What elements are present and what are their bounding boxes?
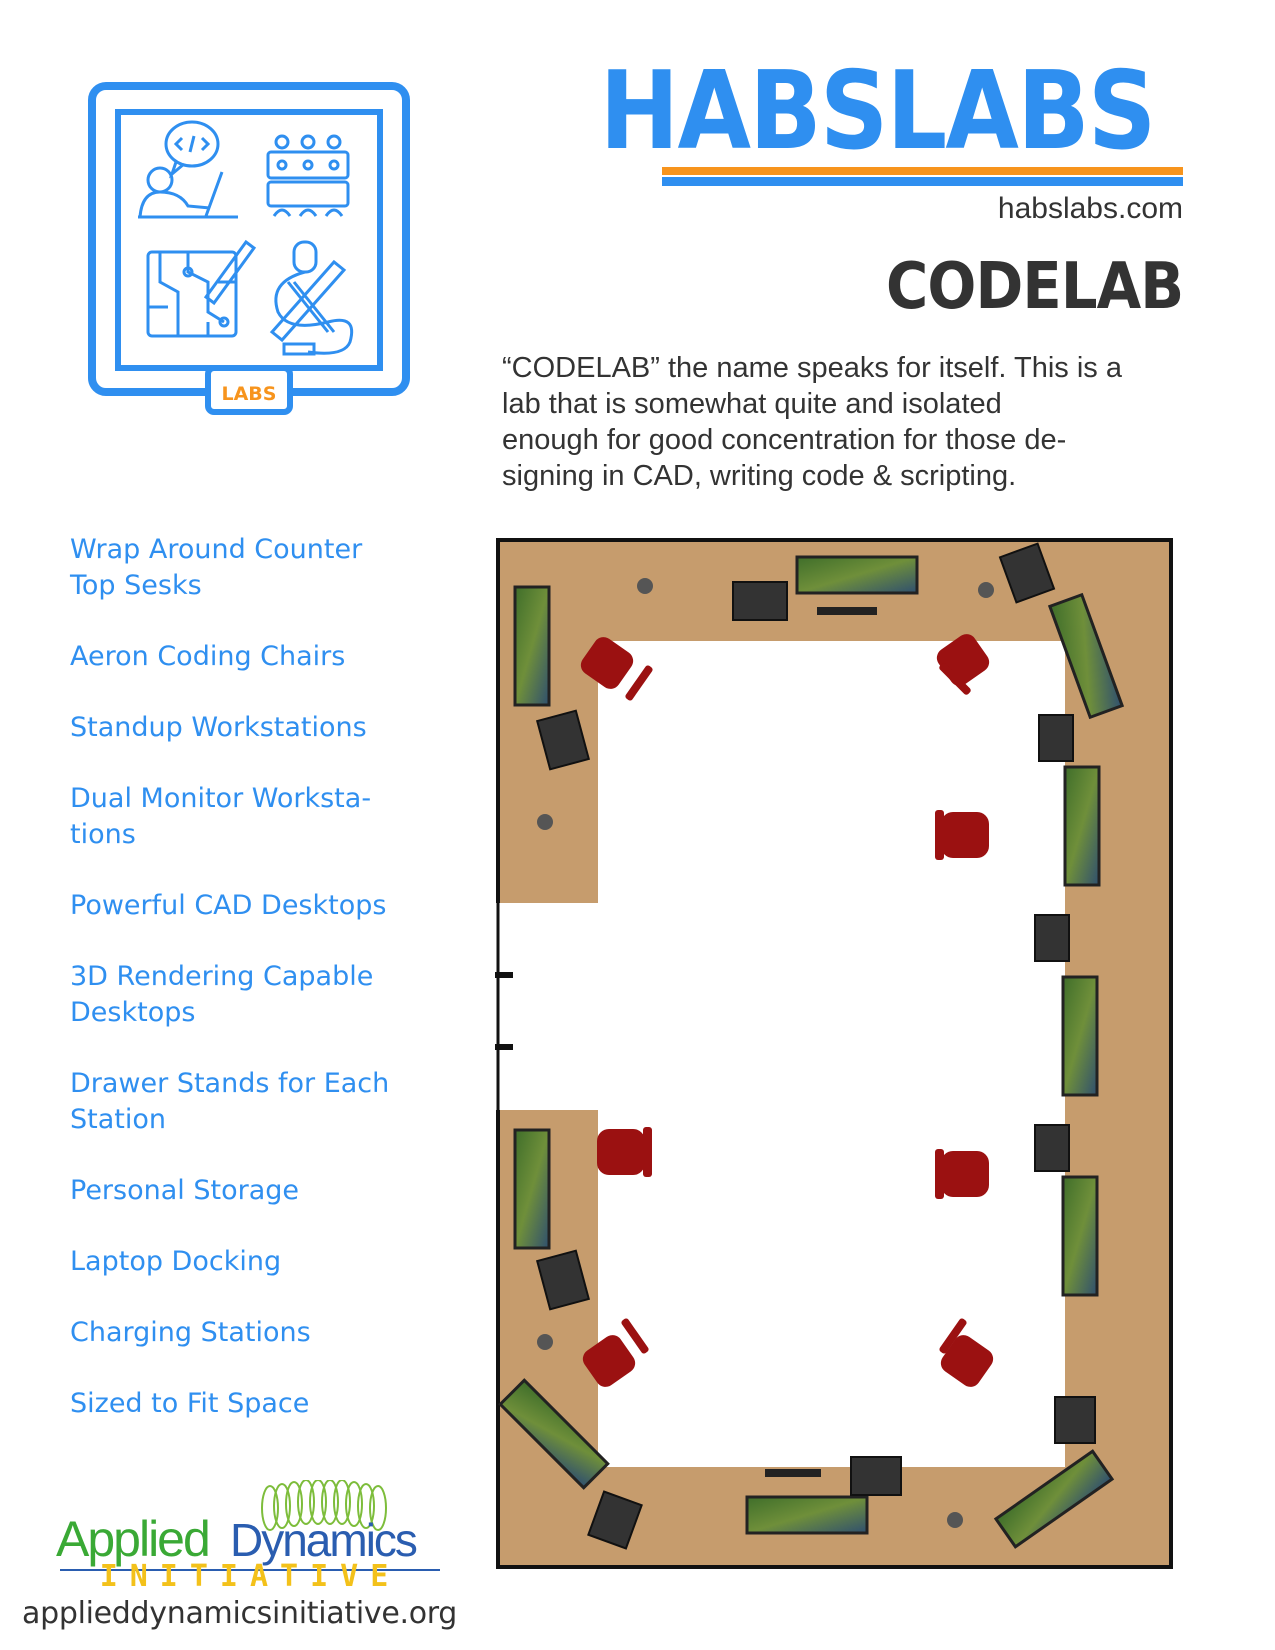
keyboard bbox=[817, 607, 877, 615]
dual-monitor-workstations bbox=[498, 542, 1125, 1550]
chair-back bbox=[621, 1318, 649, 1354]
code-chat-person-icon bbox=[138, 120, 238, 219]
laptop bbox=[1054, 1396, 1096, 1444]
laptop bbox=[587, 1490, 643, 1550]
feature-text: Personal Storage bbox=[70, 1175, 299, 1206]
dual-monitor bbox=[795, 555, 919, 595]
brand-title: HABSLABS bbox=[600, 49, 1157, 174]
feature-text: Aeron Coding Chairs bbox=[70, 641, 346, 672]
aeron-coding-chairs bbox=[580, 634, 994, 1387]
feature-item: Wrap Around Counter Top Sesks bbox=[70, 532, 450, 604]
chair-back bbox=[643, 1127, 652, 1177]
classroom-seats-icon bbox=[266, 134, 350, 217]
chair-back bbox=[939, 1318, 967, 1354]
chair-back bbox=[625, 665, 653, 701]
dual-monitor bbox=[1047, 592, 1125, 720]
circuit-board-icon bbox=[146, 239, 257, 338]
feature-text: Powerful CAD Desktops bbox=[70, 890, 387, 921]
chair-back bbox=[939, 663, 971, 695]
description-line: “CODELAB” the name speaks for itself. Th… bbox=[502, 352, 1122, 384]
applied-dynamics-logo: Applied Dynamics INITIATIVE bbox=[56, 1480, 440, 1590]
laptop bbox=[535, 709, 591, 771]
org-word-initiative: INITIATIVE bbox=[100, 1559, 401, 1590]
room-wall bbox=[496, 538, 1173, 1569]
feature-item: Personal Storage bbox=[70, 1173, 450, 1209]
brand-url: habslabs.com bbox=[997, 192, 1183, 225]
feature-text: tions bbox=[70, 819, 136, 850]
chair bbox=[941, 1151, 989, 1197]
feature-item: 3D Rendering Capable Desktops bbox=[70, 959, 450, 1031]
feature-item: Dual Monitor Worksta- tions bbox=[70, 781, 450, 853]
chair bbox=[940, 1335, 994, 1387]
dual-monitor bbox=[513, 1128, 551, 1250]
description-line: signing in CAD, writing code & scripting… bbox=[502, 460, 1017, 492]
labs-logo: LABS bbox=[88, 82, 410, 415]
dual-monitor bbox=[745, 1495, 869, 1535]
chair-back bbox=[935, 810, 944, 860]
feature-item: Laptop Docking bbox=[70, 1244, 450, 1280]
description-line: lab that is somewhat quite and isolated bbox=[502, 388, 1002, 420]
feature-text: Wrap Around Counter bbox=[70, 534, 363, 565]
cable-grommets bbox=[537, 578, 994, 1528]
description-line: enough for good concentration for those … bbox=[502, 424, 1067, 456]
laptop bbox=[850, 1456, 902, 1496]
brand-underline-blue bbox=[662, 177, 1183, 186]
feature-item: Aeron Coding Chairs bbox=[70, 639, 450, 675]
dual-monitor bbox=[1061, 975, 1099, 1097]
brand-underline-orange bbox=[662, 167, 1183, 175]
org-word-dynamics: Dynamics bbox=[230, 1514, 417, 1566]
chair bbox=[597, 1129, 645, 1175]
feature-text: Station bbox=[70, 1104, 166, 1135]
feature-text: Laptop Docking bbox=[70, 1246, 282, 1277]
lab-title: CODELAB bbox=[885, 250, 1184, 324]
laptop bbox=[1038, 714, 1074, 762]
floor-plan bbox=[495, 538, 1173, 1569]
feature-text: Dual Monitor Worksta- bbox=[70, 783, 372, 814]
dual-monitor bbox=[498, 1378, 610, 1490]
lab-description: “CODELAB” the name speaks for itself. Th… bbox=[502, 350, 1192, 494]
feature-list: Wrap Around Counter Top Sesks Aeron Codi… bbox=[70, 532, 450, 1457]
laptop bbox=[1034, 914, 1070, 962]
feature-item: Drawer Stands for Each Station bbox=[70, 1066, 450, 1138]
laptop bbox=[732, 581, 788, 621]
feature-text: Charging Stations bbox=[70, 1317, 311, 1348]
feature-text: Standup Workstations bbox=[70, 712, 367, 743]
feature-item: Sized to Fit Space bbox=[70, 1386, 450, 1422]
chair bbox=[582, 1335, 636, 1387]
feature-text: 3D Rendering Capable bbox=[70, 961, 374, 992]
dual-monitor bbox=[1063, 765, 1101, 887]
labs-badge-text: LABS bbox=[222, 383, 277, 405]
feature-text: Top Sesks bbox=[70, 570, 202, 601]
door-marks bbox=[495, 903, 513, 1110]
laptop bbox=[998, 542, 1056, 604]
feature-item: Powerful CAD Desktops bbox=[70, 888, 450, 924]
tools-pencil-icon bbox=[269, 240, 354, 356]
chair bbox=[941, 812, 989, 858]
dual-monitor bbox=[513, 585, 551, 707]
laptop bbox=[535, 1249, 591, 1311]
org-url: applieddynamicsinitiative.org bbox=[22, 1596, 458, 1631]
chair bbox=[580, 637, 634, 689]
dual-monitor bbox=[1061, 1175, 1099, 1297]
feature-text: Desktops bbox=[70, 997, 196, 1028]
chair-back bbox=[935, 1149, 944, 1199]
spring-coil-icon bbox=[261, 1480, 387, 1531]
org-word-applied: Applied bbox=[56, 1511, 209, 1567]
feature-text: Drawer Stands for Each bbox=[70, 1068, 390, 1099]
feature-text: Sized to Fit Space bbox=[70, 1388, 310, 1419]
keyboard bbox=[765, 1469, 821, 1477]
dual-monitor bbox=[993, 1449, 1115, 1549]
laptop bbox=[1034, 1124, 1070, 1172]
feature-item: Standup Workstations bbox=[70, 710, 450, 746]
feature-item: Charging Stations bbox=[70, 1315, 450, 1351]
